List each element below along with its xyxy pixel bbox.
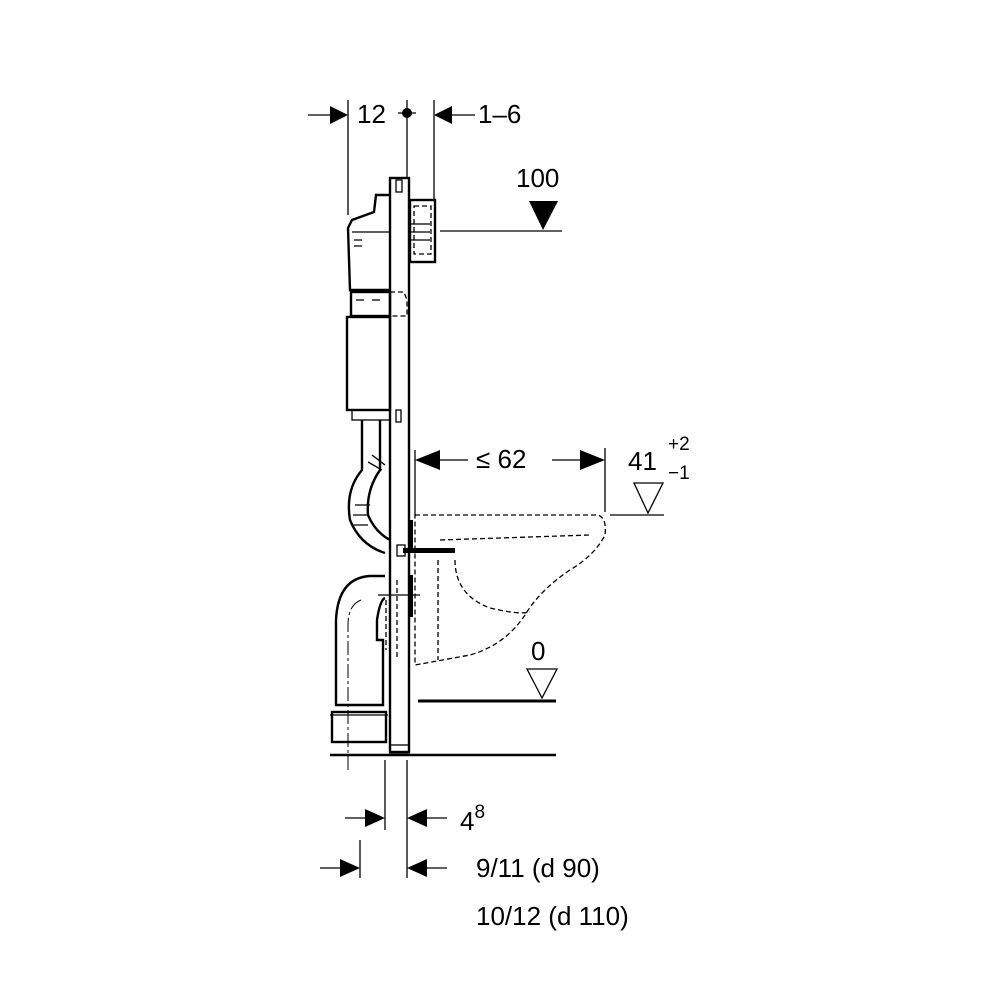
- flush-height-label: 100: [516, 163, 559, 193]
- arrow-left-icon: [434, 106, 452, 124]
- pipe-d110-label: 10/12 (d 110): [476, 901, 629, 931]
- arrow-right-icon: [330, 106, 348, 124]
- arrow-left-icon: [407, 859, 427, 877]
- offset-right-label: 1–6: [478, 99, 521, 129]
- frame: [330, 176, 455, 770]
- level-triangle-icon: [525, 668, 559, 700]
- arrow-right-icon: [340, 859, 360, 877]
- projection-label: ≤ 62: [476, 444, 526, 474]
- seat-tolerance-minus: −1: [668, 463, 690, 484]
- level-triangle-icon: [632, 482, 665, 515]
- seat-height-label: 41: [628, 446, 657, 476]
- frame-depth-label: 48: [460, 802, 485, 836]
- floor-level-marker: 0: [330, 636, 559, 757]
- seat-height-marker: 41 +2 −1: [610, 434, 690, 516]
- seat-tolerance-plus: +2: [668, 434, 690, 455]
- arrow-left-icon: [415, 450, 440, 470]
- pipe-d90-label: 9/11 (d 90): [476, 853, 600, 883]
- wc-bowl-outline: [414, 514, 606, 666]
- projection-dimension: ≤ 62: [414, 444, 606, 515]
- arrow-right-icon: [580, 450, 605, 470]
- arrow-left-icon: [407, 809, 427, 827]
- bottom-dimensions: 48 9/11 (d 90) 10/12 (d 110): [320, 760, 629, 931]
- fixing-bolt: [403, 548, 455, 553]
- level-triangle-filled-icon: [529, 201, 558, 230]
- arrow-right-icon: [365, 809, 385, 827]
- top-dimension: 12 1–6: [308, 99, 521, 215]
- offset-left-label: 12: [357, 99, 386, 129]
- flush-height-marker: 100: [440, 163, 562, 232]
- axis-point-icon: [402, 108, 412, 118]
- floor-level-label: 0: [531, 636, 545, 666]
